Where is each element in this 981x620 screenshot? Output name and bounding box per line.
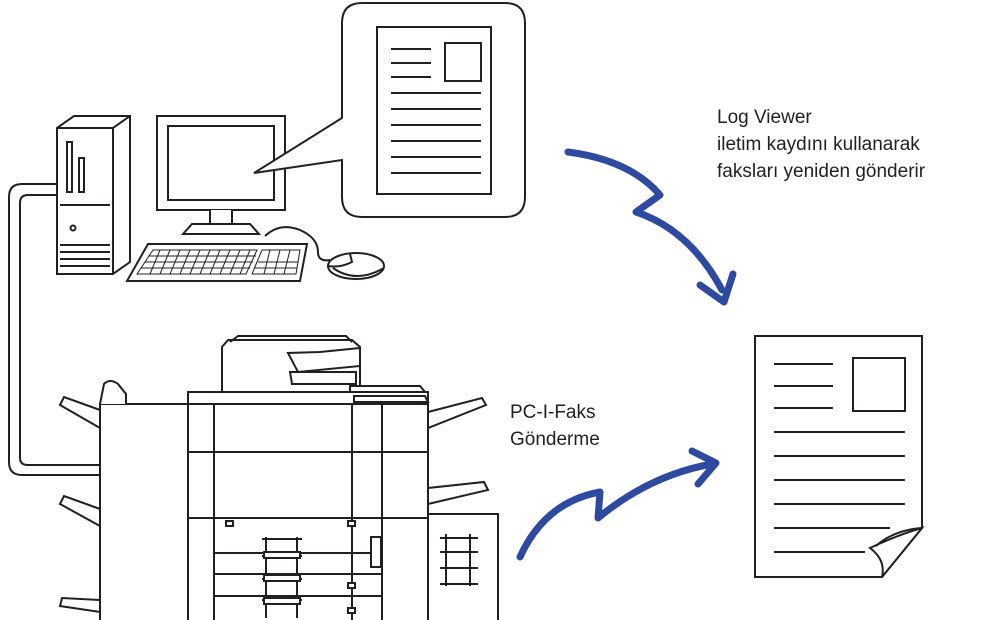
pc-fax-caption-line-1: PC-I-Faks bbox=[510, 402, 596, 423]
monitor-icon bbox=[156, 115, 286, 235]
multifunction-printer-icon bbox=[58, 335, 499, 620]
log-viewer-caption: Log Viewer iletim kaydını kullanarak fak… bbox=[717, 104, 925, 185]
log-viewer-arrow bbox=[564, 148, 737, 306]
document-icon bbox=[754, 335, 925, 578]
pc-fax-send-arrow bbox=[516, 447, 720, 561]
mouse-icon bbox=[264, 226, 385, 280]
keyboard-icon bbox=[125, 243, 309, 282]
log-viewer-caption-line-2: iletim kaydını kullanarak bbox=[717, 134, 920, 155]
computer-tower-icon bbox=[56, 115, 131, 275]
log-viewer-caption-line-3: faksları yeniden gönderir bbox=[717, 161, 926, 182]
connection-cable bbox=[8, 183, 100, 476]
pc-fax-caption-line-2: Gönderme bbox=[510, 429, 600, 450]
pc-fax-caption: PC-I-Faks Gönderme bbox=[510, 399, 600, 453]
bubble-document-icon bbox=[376, 26, 492, 195]
log-viewer-caption-line-1: Log Viewer bbox=[717, 107, 812, 128]
